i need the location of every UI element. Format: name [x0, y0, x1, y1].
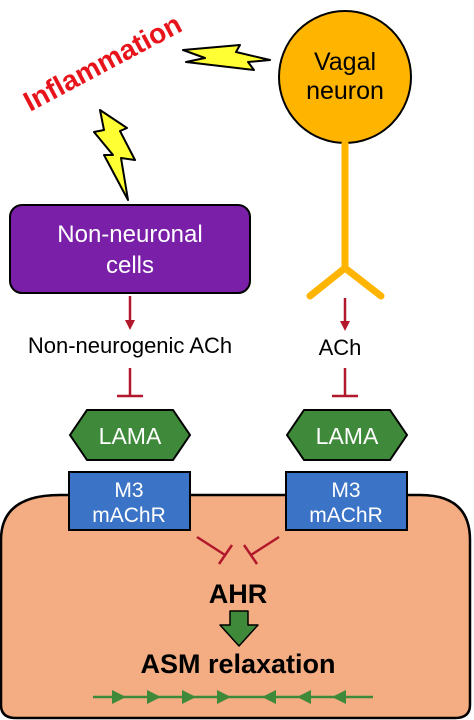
vagal-axon: [306, 139, 385, 300]
m3-left-label-line2: mAChR: [92, 504, 166, 527]
m3-left-label-line1: M3: [114, 479, 143, 502]
non-neuronal-label-line2: cells: [106, 252, 154, 279]
lightning-icon: [182, 44, 271, 71]
lama-left-hexagon: [68, 409, 192, 461]
inhibition-to-ahr-right: [242, 535, 280, 565]
ach-label: ACh: [319, 335, 362, 360]
m3-receptor-right: [285, 471, 408, 531]
lama-right-label: LAMA: [316, 423, 379, 449]
inflammation-label: Inflammation: [18, 8, 186, 117]
ahr-label: AHR: [209, 579, 268, 609]
vagal-neuron-label-line2: neuron: [306, 77, 384, 105]
inhibition-bar-right: [332, 368, 358, 398]
m3-right-label-line2: mAChR: [309, 504, 383, 527]
inhibition-bar-left: [117, 368, 143, 398]
lama-right-hexagon: [285, 409, 409, 461]
asm-cell: [0, 493, 472, 720]
vagal-neuron-label-line1: Vagal: [314, 48, 376, 76]
muscle-relaxation-line: [93, 690, 373, 704]
non-neurogenic-ach-label: Non-neurogenic ACh: [28, 333, 232, 358]
m3-receptor-left: [68, 471, 191, 531]
non-neuronal-cells-box: [9, 204, 251, 294]
lightning-icon: [93, 109, 136, 201]
m3-right-label-line1: M3: [331, 479, 360, 502]
asm-relaxation-label: ASM relaxation: [140, 649, 335, 679]
ahr-to-relaxation-arrow: [219, 610, 259, 647]
inhibition-to-ahr-left: [196, 535, 234, 565]
non-neuronal-label-line1: Non-neuronal: [57, 221, 202, 248]
lama-left-label: LAMA: [99, 423, 162, 449]
